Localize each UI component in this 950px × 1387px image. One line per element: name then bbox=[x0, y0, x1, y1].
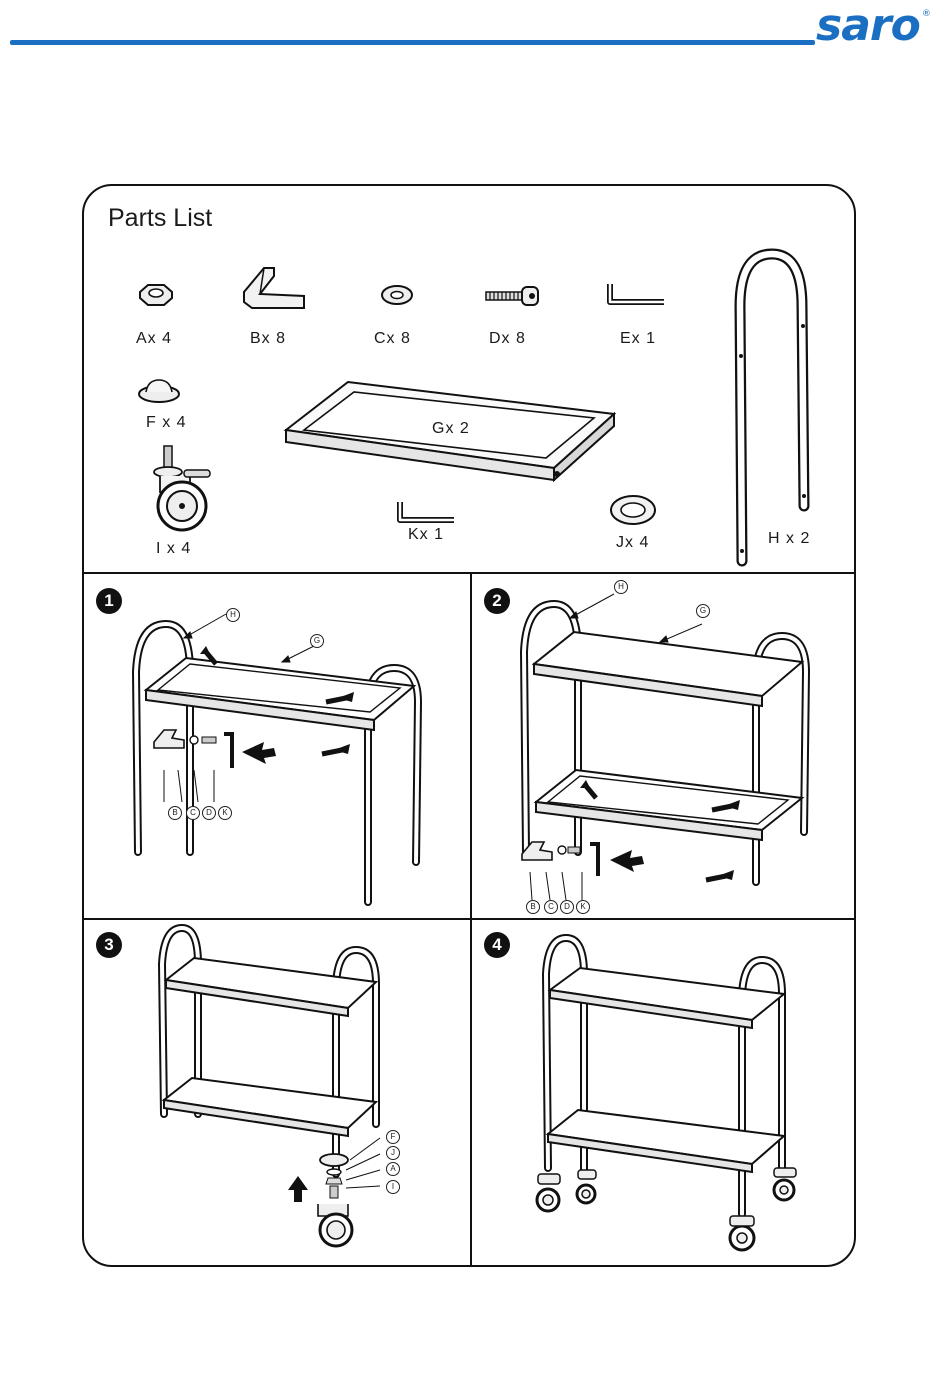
step-4-panel: 4 bbox=[470, 918, 856, 1267]
step-3-illustration bbox=[154, 924, 414, 1254]
bracket-icon bbox=[240, 262, 310, 314]
callout-k: K bbox=[218, 806, 232, 820]
callout-b: B bbox=[526, 900, 540, 914]
callout-g: G bbox=[696, 604, 710, 618]
callout-d: D bbox=[202, 806, 216, 820]
part-label-k: Kx 1 bbox=[408, 526, 444, 544]
step-3-number: 3 bbox=[96, 932, 122, 958]
callout-c: C bbox=[186, 806, 200, 820]
washer-icon bbox=[380, 284, 414, 306]
callout-a: A bbox=[386, 1162, 400, 1176]
callout-c: C bbox=[544, 900, 558, 914]
caster-wheel-icon bbox=[146, 442, 218, 532]
callout-j: J bbox=[386, 1146, 400, 1160]
logo-text: saro bbox=[816, 0, 920, 51]
saro-logo: saro® bbox=[816, 4, 928, 48]
cap-icon bbox=[136, 376, 182, 406]
header-rule bbox=[10, 40, 815, 45]
part-label-h: H x 2 bbox=[768, 530, 810, 548]
callout-i: I bbox=[386, 1180, 400, 1194]
part-label-j: Jx 4 bbox=[616, 534, 649, 552]
part-label-b: Bx 8 bbox=[250, 330, 286, 348]
hex-nut-icon bbox=[136, 282, 176, 310]
step-2-number: 2 bbox=[484, 588, 510, 614]
step-2-panel: 2 bbox=[470, 572, 856, 918]
part-label-d: Dx 8 bbox=[489, 330, 526, 348]
step-3-panel: 3 bbox=[84, 918, 470, 1267]
callout-h: H bbox=[614, 580, 628, 594]
part-label-e: Ex 1 bbox=[620, 330, 656, 348]
parts-list-title: Parts List bbox=[108, 204, 212, 233]
callout-b: B bbox=[168, 806, 182, 820]
step-4-illustration bbox=[538, 938, 818, 1258]
u-frame-icon bbox=[732, 246, 812, 566]
callout-f: F bbox=[386, 1130, 400, 1144]
step-1-number: 1 bbox=[96, 588, 122, 614]
callout-h: H bbox=[226, 608, 240, 622]
allen-key-icon bbox=[606, 280, 668, 310]
assembly-sheet: Parts List Ax 4 Bx 8 Cx 8 Dx 8 Ex 1 bbox=[82, 184, 856, 1267]
callout-d: D bbox=[560, 900, 574, 914]
step-1-panel: 1 bbox=[84, 572, 470, 918]
part-label-f: F x 4 bbox=[146, 414, 187, 432]
callout-g: G bbox=[310, 634, 324, 648]
callout-k: K bbox=[576, 900, 590, 914]
part-label-g: Gx 2 bbox=[432, 420, 470, 438]
ring-washer-icon bbox=[608, 492, 658, 528]
bolt-icon bbox=[484, 284, 544, 308]
step-1-illustration bbox=[124, 602, 434, 902]
part-label-c: Cx 8 bbox=[374, 330, 411, 348]
allen-key-icon bbox=[396, 498, 458, 528]
registered-mark: ® bbox=[922, 9, 930, 19]
step-4-number: 4 bbox=[484, 932, 510, 958]
part-label-i: I x 4 bbox=[156, 540, 191, 558]
part-label-a: Ax 4 bbox=[136, 330, 172, 348]
step-2-illustration bbox=[510, 592, 830, 912]
